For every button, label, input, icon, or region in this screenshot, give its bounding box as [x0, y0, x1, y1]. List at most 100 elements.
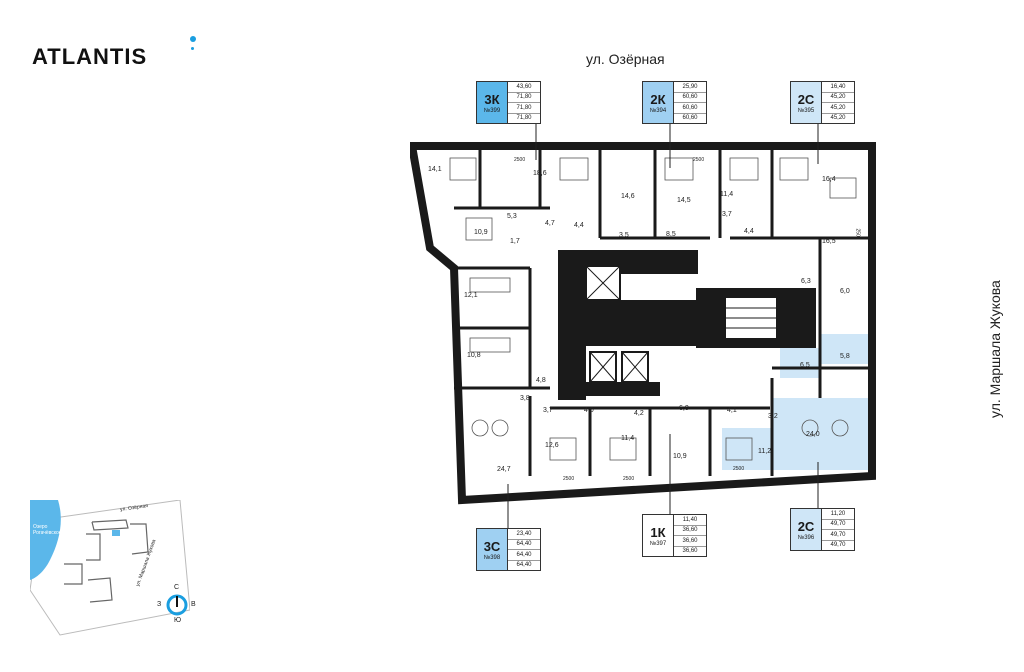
area-value: 23,40	[508, 529, 540, 540]
room-area: 10,9	[673, 453, 687, 460]
current-building-marker	[112, 530, 120, 536]
core-lower	[560, 382, 660, 396]
apartment-card-397[interactable]: 1К №397 11,40 36,60 36,60 36,60	[642, 514, 707, 557]
apartment-tag: 3К №399	[477, 82, 508, 123]
room-area: 4,1	[727, 407, 737, 414]
area-value: 43,60	[508, 82, 540, 93]
core-left	[558, 250, 586, 400]
apt-396-highlight-b[interactable]	[722, 428, 774, 470]
room-area: 11,4	[720, 191, 734, 198]
apartment-values: 11,20 49,70 49,70 49,70	[822, 509, 854, 550]
interior-walls	[454, 150, 870, 476]
area-value: 36,60	[674, 526, 706, 536]
room-area: 4,0	[584, 407, 594, 414]
minimap-buildings	[64, 519, 149, 603]
apartment-type: 3С	[483, 538, 501, 554]
area-value: 49,70	[830, 542, 846, 549]
room-area: 3,8	[520, 395, 530, 402]
area-value: 71,80	[516, 115, 532, 122]
room-area: 14,5	[677, 197, 691, 204]
area-value: 49,70	[822, 520, 854, 530]
room-area: 3,2	[768, 413, 778, 420]
apartment-number: №396	[797, 534, 815, 541]
dimension-label: 2500	[563, 476, 575, 482]
apartment-card-396[interactable]: 2С №396 11,20 49,70 49,70 49,70	[790, 508, 855, 551]
compass-south: Ю	[174, 617, 182, 624]
room-area: 10,8	[467, 352, 481, 359]
apartment-card-395[interactable]: 2С №395 16,40 45,20 45,20 45,20	[790, 81, 855, 124]
dimension-label: 2500	[693, 157, 705, 163]
apartment-card-398[interactable]: 3С №398 23,40 64,40 64,40 64,40	[476, 528, 541, 571]
brand-name: ATLANTIS	[32, 44, 148, 69]
room-area: 3,7	[543, 407, 553, 414]
floor-plan	[410, 142, 876, 505]
room-area: 14,6	[621, 193, 635, 200]
room-area: 5,8	[840, 353, 850, 360]
room-area: 1,7	[510, 238, 520, 245]
lake-shape	[30, 500, 61, 580]
apartment-type: 1К	[650, 524, 666, 540]
area-value: 45,20	[830, 115, 846, 122]
area-value: 16,40	[822, 82, 854, 93]
room-area: 4,4	[574, 222, 584, 229]
area-value: 60,60	[674, 103, 706, 114]
dimension-label: 2500	[623, 476, 635, 482]
street-label-top: ул. Озёрная	[586, 51, 665, 67]
compass-icon	[166, 594, 188, 616]
apartment-number: №395	[797, 107, 815, 114]
apartment-tag: 2С №396	[791, 509, 822, 550]
apartment-tag: 2С №395	[791, 82, 822, 123]
apartment-card-394[interactable]: 2К №394 25,90 60,60 60,60 60,60	[642, 81, 707, 124]
room-area: 11,4	[621, 435, 635, 442]
room-area: 4,7	[545, 220, 555, 227]
apt-395-highlight[interactable]	[820, 334, 868, 364]
room-area: 14,1	[428, 166, 442, 173]
area-value: 25,90	[674, 82, 706, 93]
apartment-tag: 1К №397	[643, 515, 674, 556]
compass-west: З	[157, 601, 162, 608]
area-value: 49,70	[822, 530, 854, 541]
site-minimap	[30, 500, 190, 636]
room-area: 6,3	[801, 278, 811, 285]
area-value: 60,60	[674, 93, 706, 103]
room-area: 24,0	[806, 431, 820, 438]
apartment-card-399[interactable]: 3К №399 43,60 71,80 71,80 71,80	[476, 81, 541, 124]
area-value: 64,40	[508, 540, 540, 550]
area-value: 64,40	[508, 550, 540, 561]
apartment-values: 25,90 60,60 60,60 60,60	[674, 82, 706, 123]
apartment-number: №399	[483, 107, 501, 114]
room-area: 6,5	[800, 362, 810, 369]
compass-east: В	[191, 601, 196, 608]
apartment-values: 23,40 64,40 64,40 64,40	[508, 529, 540, 570]
area-value: 11,40	[674, 515, 706, 526]
room-area: 11,2	[758, 448, 772, 455]
room-area: 16,5	[822, 238, 836, 245]
room-area: 5,3	[507, 213, 517, 220]
apartment-values: 11,40 36,60 36,60 36,60	[674, 515, 706, 556]
furniture	[449, 157, 857, 461]
room-area: 10,9	[474, 229, 488, 236]
area-value: 11,20	[822, 509, 854, 520]
room-area: 12,6	[545, 442, 559, 449]
room-area: 4,8	[536, 377, 546, 384]
room-area: 16,4	[822, 176, 836, 183]
apt-396-highlight-c[interactable]	[780, 348, 820, 378]
dimension-label: 2500	[733, 466, 745, 472]
area-value: 64,40	[516, 562, 532, 569]
room-area: 6,0	[840, 288, 850, 295]
room-area: 4,2	[634, 410, 644, 417]
apartment-type: 2С	[797, 518, 815, 534]
apt-396-highlight[interactable]	[772, 398, 868, 470]
area-value: 36,60	[674, 536, 706, 547]
area-value: 45,20	[822, 103, 854, 114]
area-value: 45,20	[822, 93, 854, 103]
area-value: 60,60	[682, 115, 698, 122]
apartment-number: №398	[483, 554, 501, 561]
apartment-type: 3К	[484, 91, 500, 107]
apartment-values: 16,40 45,20 45,20 45,20	[822, 82, 854, 123]
room-area: 3,5	[619, 232, 629, 239]
core-top	[558, 250, 698, 274]
logo-dot-small	[191, 47, 194, 50]
apartment-number: №394	[649, 107, 667, 114]
